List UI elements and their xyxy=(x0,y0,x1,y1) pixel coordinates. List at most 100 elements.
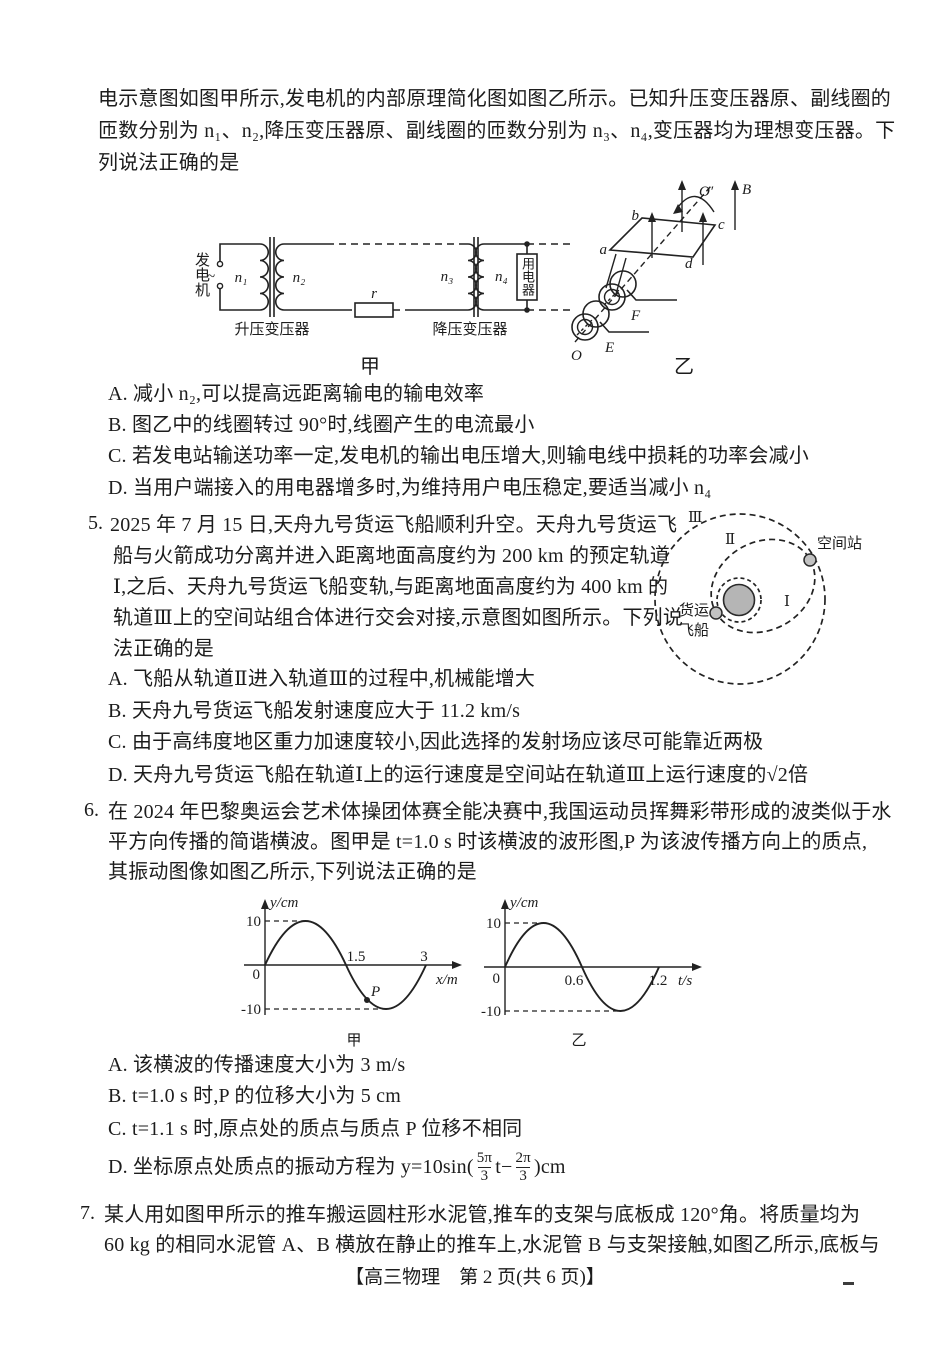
space-station-dot xyxy=(803,553,817,567)
corner-c-label: c xyxy=(718,217,725,233)
y-axis-arrow xyxy=(501,899,509,909)
q6-number: 6. xyxy=(84,799,99,821)
transformer-core xyxy=(269,237,275,317)
y-axis-label: y/cm xyxy=(508,895,538,911)
x-axis-arrow xyxy=(452,961,462,969)
y-axis-arrow xyxy=(261,899,269,909)
q6-option-d-text: D. 坐标原点处质点的振动方程为 y=10sin( xyxy=(108,1156,474,1178)
q7-text-line: 某人用如图甲所示的推车搬运圆柱形水泥管,推车的支架与底板成 120°角。将质量均… xyxy=(104,1204,861,1226)
generator-terminal xyxy=(216,260,224,268)
step-down-transformer-label: 降压变压器 xyxy=(432,321,507,338)
line-resistance xyxy=(354,302,394,318)
tick-1-5: 1.5 xyxy=(347,949,366,965)
transformer-core xyxy=(473,237,479,317)
q5-text-line: Ⅰ,之后、天舟九号货运飞船变轨,与距离地面高度约为 400 km 的 xyxy=(113,576,669,598)
orbit-3-path xyxy=(654,513,826,685)
corner-a-label: a xyxy=(600,242,608,258)
tick-minus10: -10 xyxy=(481,1004,501,1020)
b-field-label: B xyxy=(742,182,751,198)
tick-0-6: 0.6 xyxy=(565,973,584,989)
coil-n4-label: n₄ xyxy=(495,269,508,285)
q7-text-line: 60 kg 的相同水泥管 A、B 横放在静止的推车上,水泥管 B 与支架接触,如… xyxy=(104,1234,880,1256)
tick-1-2: 1.2 xyxy=(649,973,668,989)
figure-jia-caption: 甲 xyxy=(360,356,380,378)
flux-arrow-head xyxy=(648,212,656,222)
figure-yi-caption: 乙 xyxy=(674,356,694,378)
line-resistance-label: r xyxy=(371,286,377,302)
corner-d-label: d xyxy=(685,256,693,272)
q4-option-b: B. 图乙中的线圈转过 90°时,线圈产生的电流最小 xyxy=(108,414,535,436)
q5-text-line: 船与火箭成功分离并进入距离地面高度约为 200 km 的预定轨道 xyxy=(113,545,670,567)
brush-e-wire xyxy=(599,321,649,333)
slip-ring xyxy=(571,313,599,341)
axis-o-prime-label: O′ xyxy=(699,184,714,200)
earth xyxy=(722,583,756,617)
fraction: 2π 3 xyxy=(515,1150,530,1184)
point-p-label: P xyxy=(370,984,380,1000)
ac-tilde: ~ xyxy=(207,269,215,285)
graph-yi-caption: 乙 xyxy=(571,1033,586,1049)
cargo-ship-label: 货运 xyxy=(679,602,709,619)
q6-option-d-text: )cm xyxy=(533,1156,566,1178)
x-axis-label: x/m xyxy=(435,972,458,988)
flux-arrow-head xyxy=(678,180,686,190)
q6-text-line: 其振动图像如图乙所示,下列说法正确的是 xyxy=(108,861,477,883)
q6-option-d-text: t− xyxy=(495,1156,513,1178)
tick-minus10: -10 xyxy=(241,1002,261,1018)
slip-ring-inner xyxy=(576,318,594,336)
axis-through-ring xyxy=(603,288,621,306)
figure-waveform-graph: P y/cm x/m 10 0 -10 1.5 3 甲 xyxy=(241,895,462,1049)
orbit-1-path xyxy=(716,577,762,623)
figure-transmission-circuit: 发电机 ~ n₁ n₂ r n₃ n₄ 用电器 升压变压器 降压变压 xyxy=(193,237,573,338)
orbit-2-path xyxy=(710,538,816,634)
fraction: 5π 3 xyxy=(477,1150,492,1184)
junction-dot xyxy=(524,241,530,247)
q4-text-line: 列说法正确的是 xyxy=(98,152,240,174)
tick-10: 10 xyxy=(246,914,261,930)
appliance-wire-dashed xyxy=(527,243,573,311)
rotation-arrow-head xyxy=(673,204,683,214)
slip-ring-inner xyxy=(603,288,621,306)
fraction-numerator: 5π xyxy=(476,1150,493,1166)
brush-f-label: F xyxy=(630,308,641,324)
space-station-label: 空间站 xyxy=(817,535,862,552)
coil-leads xyxy=(605,253,627,295)
cargo-ship-label: 飞船 xyxy=(679,622,709,639)
amplitude-guides xyxy=(505,922,620,1012)
point-p-dot xyxy=(364,997,370,1003)
tick-0: 0 xyxy=(253,967,261,983)
flux-arrow-head xyxy=(699,212,707,222)
q5-number: 5. xyxy=(88,512,103,534)
coil-n4 xyxy=(475,243,485,311)
step-up-transformer-label: 升压变压器 xyxy=(234,321,309,338)
wave-curve xyxy=(504,922,660,1012)
q6-text-line: 平方向传播的简谐横波。图甲是 t=1.0 s 时该横波的波形图,P 为该波传播方… xyxy=(108,831,868,853)
coil-n1-label: n₁ xyxy=(235,270,248,286)
tick-10: 10 xyxy=(486,916,501,932)
fraction-denominator: 3 xyxy=(477,1166,492,1185)
q6-option-a: A. 该横波的传播速度大小为 3 m/s xyxy=(108,1054,406,1076)
corner-b-label: b xyxy=(632,208,640,224)
figure-oscillation-graph: y/cm t/s 10 0 -10 0.6 1.2 乙 xyxy=(481,895,702,1049)
orbit-2-label: Ⅱ xyxy=(725,532,735,548)
q5-text-line: 轨道Ⅲ上的空间站组合体进行交会对接,示意图如图所示。下列说 xyxy=(113,607,684,629)
y-axis-label: y/cm xyxy=(268,895,298,911)
tick-0: 0 xyxy=(493,971,501,987)
b-field-arrow-head xyxy=(731,180,739,190)
fraction-numerator: 2π xyxy=(515,1150,531,1166)
page-margin-mark xyxy=(843,1282,854,1285)
junction-dot xyxy=(524,307,530,313)
generator-terminal xyxy=(216,282,224,290)
t-axis-arrow xyxy=(692,963,702,971)
q5-option-d: D. 天舟九号货运飞船在轨道Ⅰ上的运行速度是空间站在轨道Ⅲ上运行速度的√2倍 xyxy=(108,764,809,786)
cargo-ship-dot xyxy=(709,606,723,620)
q4-option-d: D. 当用户端接入的用电器增多时,为维持用户电压稳定,要适当减小 n₄ xyxy=(108,477,712,499)
wave-curve xyxy=(264,920,427,1010)
q5-text-line: 法正确的是 xyxy=(113,638,214,660)
figure-generator-coil: B O′ F E a b c d O xyxy=(571,180,751,364)
coil-n1 xyxy=(259,243,269,311)
amplitude-guides xyxy=(265,920,388,1010)
orbit-3-label: Ⅲ xyxy=(688,510,702,526)
brush-e-label: E xyxy=(604,340,614,356)
